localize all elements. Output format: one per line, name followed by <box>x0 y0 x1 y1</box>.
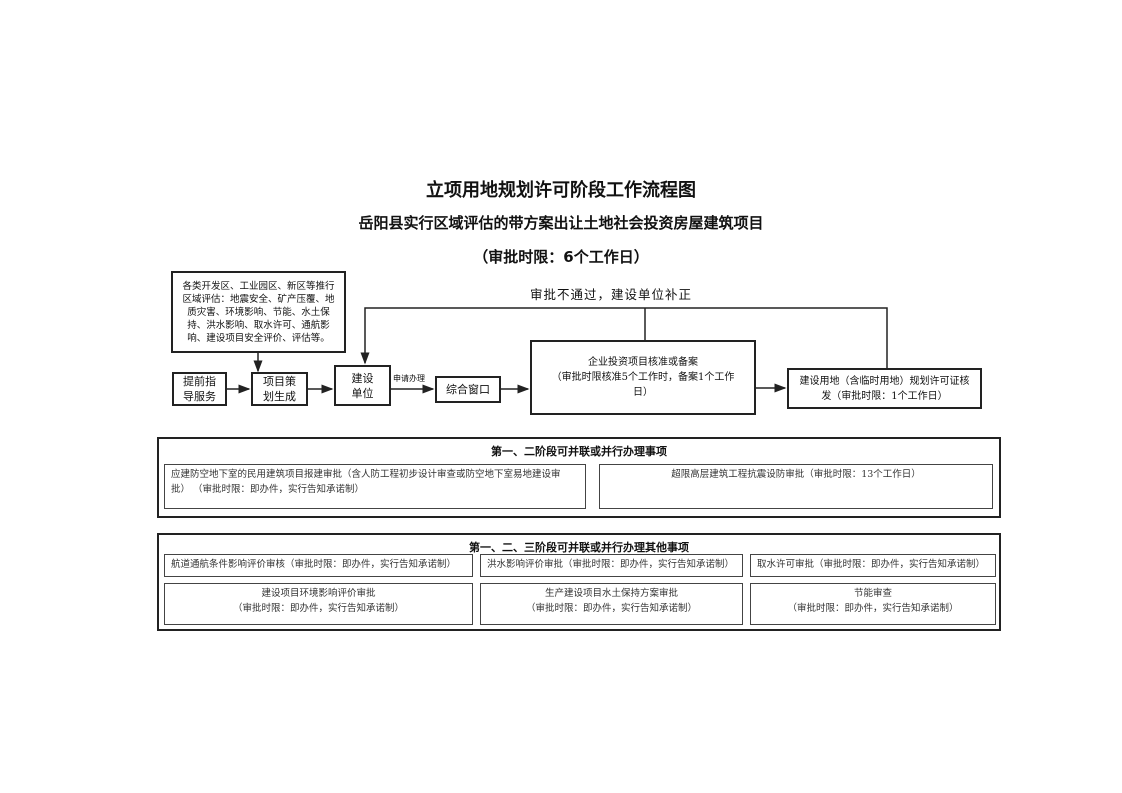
section2-item: 建设项目环境影响评价审批 （审批时限：即办件，实行告知承诺制） <box>164 583 473 625</box>
section2-item: 航道通航条件影响评价审核（审批时限：即办件，实行告知承诺制） <box>164 554 473 577</box>
rework-label: 审批不通过，建设单位补正 <box>530 287 693 302</box>
time-limit: （审批时限：6个工作日） <box>473 248 649 266</box>
page-title: 立项用地规划许可阶段工作流程图 <box>426 180 696 201</box>
section1-header: 第一、二阶段可并联或并行办理事项 <box>491 445 667 458</box>
section-stage-1-2-3: 第一、二、三阶段可并联或并行办理其他事项 航道通航条件影响评价审核（审批时限：即… <box>157 533 1001 631</box>
rework-loop-line <box>360 307 888 368</box>
guidance-service-box: 提前指导服务 <box>172 372 227 406</box>
service-window-box: 综合窗口 <box>435 376 501 403</box>
section-stage-1-2: 第一、二阶段可并联或并行办理事项 应建防空地下室的民用建筑项目报建审批（含人防工… <box>157 437 1001 518</box>
section2-header: 第一、二、三阶段可并联或并行办理其他事项 <box>469 541 689 554</box>
planning-permit-box: 建设用地（含临时用地）规划许可证核发（审批时限：1个工作日） <box>787 368 982 409</box>
approval-time-limit: （审批时限核准5个工作时，备案1个工作日） <box>551 372 735 398</box>
section1-item: 超限高层建筑工程抗震设防审批（审批时限：13个工作日） <box>599 464 993 509</box>
item-name: 生产建设项目水土保持方案审批 <box>544 588 678 599</box>
section2-item: 取水许可审批（审批时限：即办件，实行告知承诺制） <box>750 554 996 577</box>
section1-item: 应建防空地下室的民用建筑项目报建审批（含人防工程初步设计审查或防空地下室易地建设… <box>164 464 586 509</box>
item-limit: （审批时限：即办件，实行告知承诺制） <box>525 603 697 614</box>
page-subtitle: 岳阳县实行区域评估的带方案出让土地社会投资房屋建筑项目 <box>358 214 764 232</box>
regional-assessment-box: 各类开发区、工业园区、新区等推行区域评估：地震安全、矿产压覆、地质灾害、环境影响… <box>171 271 346 353</box>
item-name: 建设项目环境影响评价审批 <box>261 588 376 599</box>
item-limit: （审批时限：即办件，实行告知承诺制） <box>232 603 404 614</box>
section2-item: 生产建设项目水土保持方案审批 （审批时限：即办件，实行告知承诺制） <box>480 583 743 625</box>
apply-label: 申请办理 <box>393 374 425 383</box>
section2-item: 节能审查 （审批时限：即办件，实行告知承诺制） <box>750 583 996 625</box>
section2-item: 洪水影响评价审批（审批时限：即办件，实行告知承诺制） <box>480 554 743 577</box>
builder-box: 建设单位 <box>334 365 391 406</box>
approval-title: 企业投资项目核准或备案 <box>588 357 698 368</box>
project-planning-box: 项目策划生成 <box>251 372 308 406</box>
item-limit: （审批时限：即办件，实行告知承诺制） <box>787 603 959 614</box>
item-name: 节能审查 <box>853 588 892 599</box>
investment-approval-box: 企业投资项目核准或备案 （审批时限核准5个工作时，备案1个工作日） <box>530 340 756 415</box>
